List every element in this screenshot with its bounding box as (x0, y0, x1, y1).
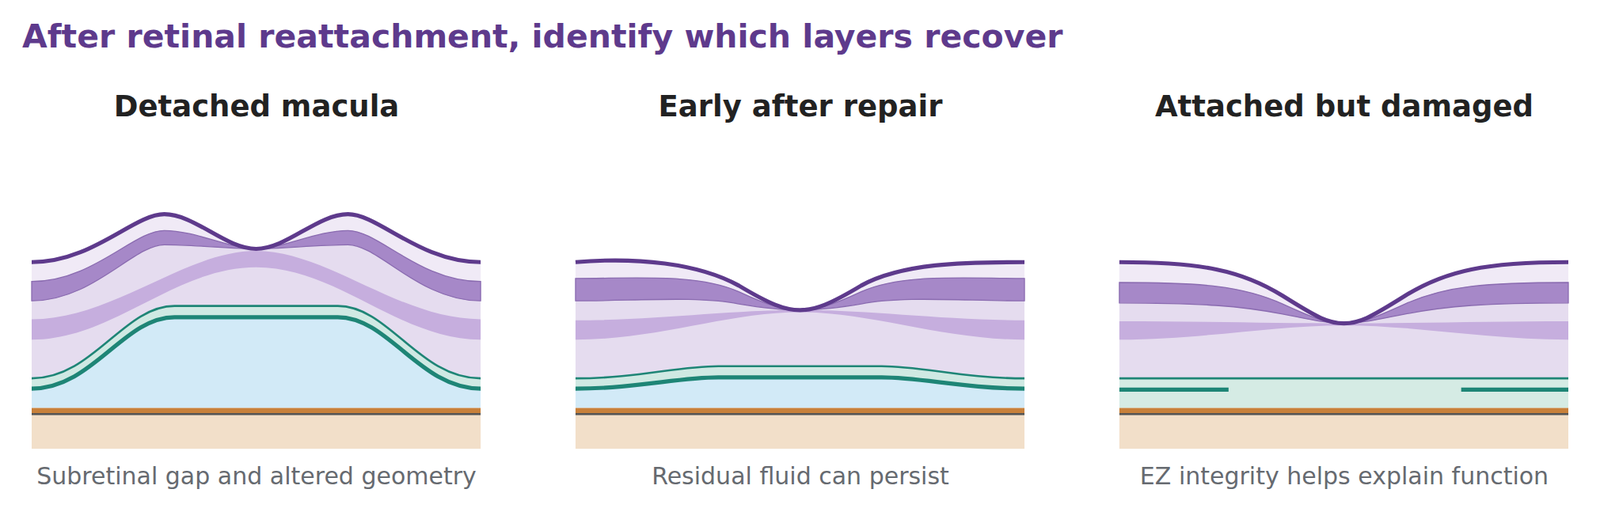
damaged-panel (1119, 262, 1569, 449)
detached-panel (31, 214, 481, 449)
repair-panel (575, 260, 1025, 449)
panel-caption: Residual fluid can persist (651, 462, 950, 491)
panel-caption: Subretinal gap and altered geometry (36, 462, 477, 491)
diagram-title: After retinal reattachment, identify whi… (22, 17, 1063, 57)
panel-heading: Early after repair (658, 89, 943, 125)
panel-caption: EZ integrity helps explain function (1140, 462, 1549, 491)
panel-heading: Detached macula (114, 89, 400, 125)
panel-heading: Attached but damaged (1155, 89, 1534, 125)
